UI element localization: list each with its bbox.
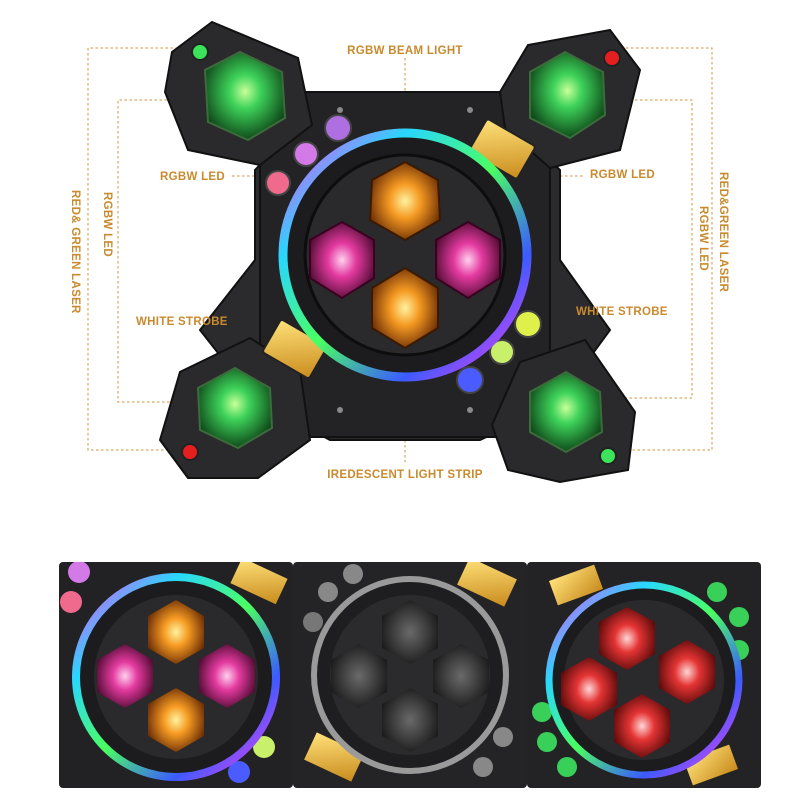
laser-pod-bottom-left [158,336,312,479]
thumbnail-multicolor-image [59,562,293,788]
label-white-strobe-right: WHITE STROBE [576,306,668,318]
thumbnail-red[interactable] [527,562,761,788]
label-rgbw-beam-light: RGBW BEAM LIGHT [347,45,463,57]
thumbnail-red-image [527,562,761,788]
thumbnail-off[interactable] [293,562,527,788]
label-white-strobe-left: WHITE STROBE [136,316,228,328]
rgbw-leds [265,114,542,394]
label-laser-right: RED&GREEN LASER [717,172,729,293]
thumbnail-multicolor[interactable] [59,562,293,788]
label-rgbw-led-vert-left: RGBW LED [101,192,113,257]
beam-cluster [278,128,532,382]
label-iridescent-strip: IREDESCENT LIGHT STRIP [327,469,483,481]
label-rgbw-led-left: RGBW LED [160,171,225,183]
white-strobes [262,118,536,379]
laser-pod-top-left [163,20,314,167]
laser-pod-top-right [498,28,642,170]
thumbnail-off-image [293,562,527,788]
label-laser-left: RED& GREEN LASER [69,190,81,314]
label-rgbw-led-right: RGBW LED [590,169,655,181]
laser-pod-bottom-right [490,338,637,484]
label-rgbw-led-vert-right: RGBW LED [697,206,709,271]
